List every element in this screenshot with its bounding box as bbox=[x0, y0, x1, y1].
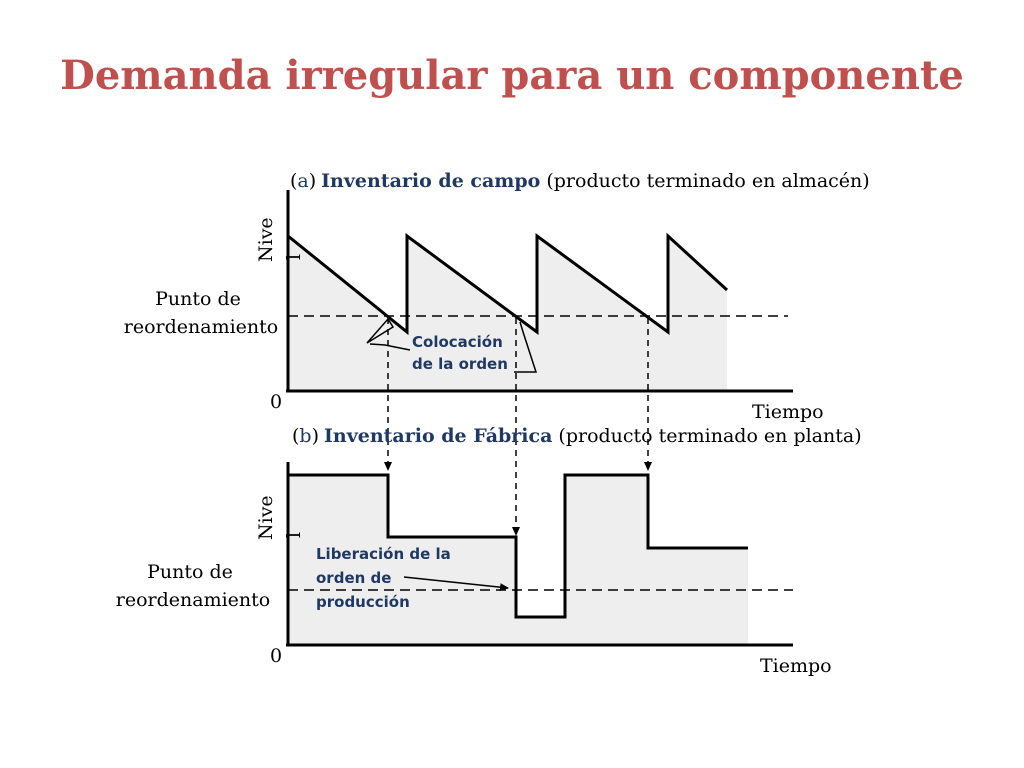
panel-a-y-label: Nive bbox=[255, 217, 277, 262]
panel-b-step-line bbox=[288, 473, 748, 619]
panel-b-annotation: Liberación de la orden de producción bbox=[316, 545, 456, 611]
panel-b-annotation-pointer bbox=[403, 576, 509, 592]
panel-b-caption: (b)Inventario de Fábrica(producto termin… bbox=[292, 425, 862, 447]
panel-b-y-label-l: l bbox=[283, 532, 305, 538]
order-connectors bbox=[384, 318, 652, 536]
slide-title: Demanda irregular para un componente bbox=[60, 52, 964, 99]
panel-b: (b)Inventario de Fábrica(producto termin… bbox=[116, 425, 862, 677]
panel-a-y-label-l: l bbox=[283, 254, 305, 260]
panel-a-annotation: Colocación de la orden bbox=[412, 333, 508, 373]
panel-b-zero-label: 0 bbox=[270, 645, 282, 667]
panel-b-y-label: Nive bbox=[255, 495, 277, 540]
panel-a: (a)Inventario de campo(producto terminad… bbox=[124, 170, 870, 423]
panel-b-x-label: Tiempo bbox=[760, 655, 832, 677]
panel-b-reorder-label: Punto de reordenamiento bbox=[116, 561, 270, 611]
panel-a-zero-label: 0 bbox=[270, 391, 282, 413]
panel-a-annotation-pointer-right bbox=[514, 321, 538, 373]
panel-a-annotation-pointer-left-head bbox=[366, 317, 395, 344]
panel-a-annotation-pointer-left bbox=[369, 343, 411, 351]
panel-a-caption: (a)Inventario de campo(producto terminad… bbox=[290, 170, 870, 192]
panel-a-inventory-area bbox=[288, 236, 727, 391]
panel-a-x-label: Tiempo bbox=[752, 401, 824, 423]
panel-a-reorder-label: Punto de reordenamiento bbox=[124, 288, 278, 338]
panel-b-inventory-area bbox=[288, 475, 748, 645]
